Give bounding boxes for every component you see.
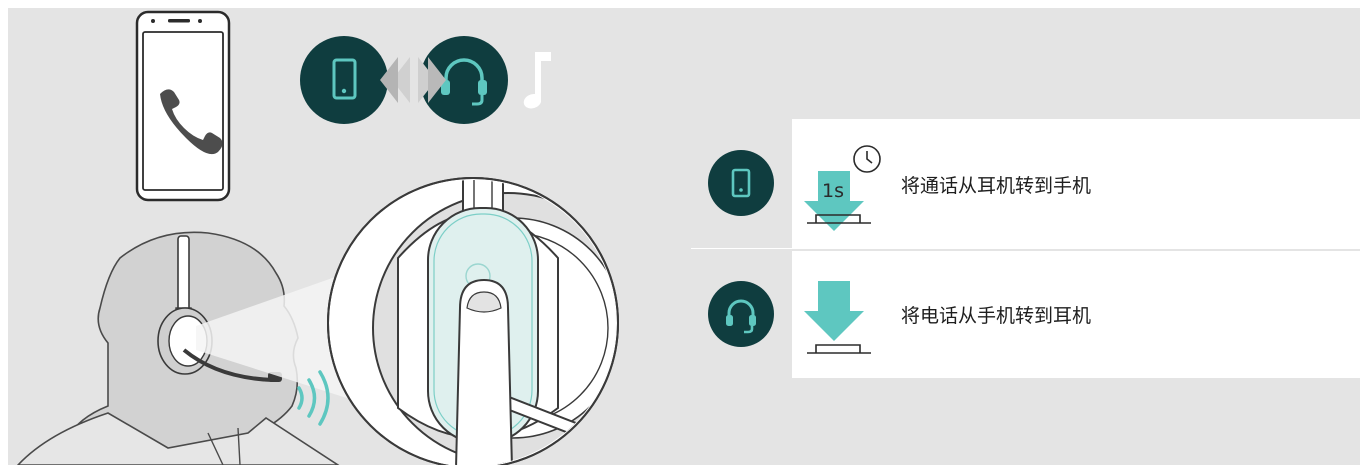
action-icon-cell xyxy=(691,119,792,248)
illustration-panel: 1s 将通话从耳机转到手机 xyxy=(8,8,1360,465)
action-table: 1s 将通话从耳机转到手机 xyxy=(691,119,1360,378)
press-button-icon xyxy=(804,251,884,378)
press-duration-label: 1s xyxy=(822,180,844,202)
zoom-detail xyxy=(328,148,643,465)
action-icon-cell xyxy=(691,251,792,378)
music-note-icon xyxy=(524,52,551,108)
action-row-transfer-to-phone: 1s 将通话从耳机转到手机 xyxy=(691,119,1360,248)
headset-icon xyxy=(708,281,774,347)
smartphone-icon xyxy=(708,150,774,216)
smartphone-illustration xyxy=(137,12,229,200)
pairing-icons xyxy=(300,36,551,124)
action-row-transfer-to-headset: 将电话从手机转到耳机 xyxy=(691,251,1360,378)
person-silhouette xyxy=(18,232,353,465)
long-press-button-icon: 1s xyxy=(804,119,884,248)
action-label: 将电话从手机转到耳机 xyxy=(901,301,1091,328)
action-label: 将通话从耳机转到手机 xyxy=(901,171,1091,198)
